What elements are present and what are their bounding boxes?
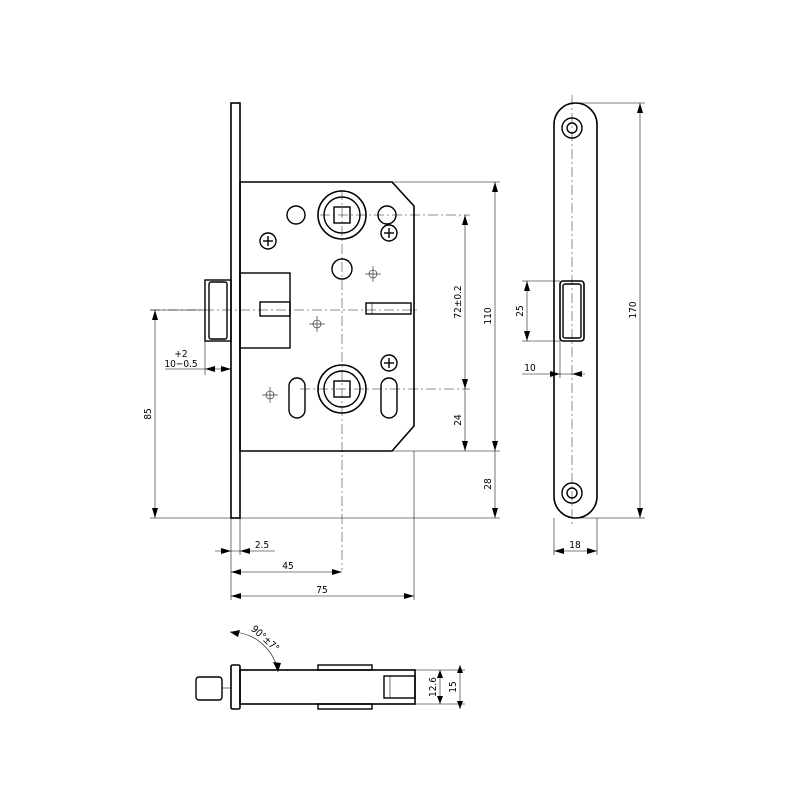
latch-stem xyxy=(259,301,291,317)
latch-bolt xyxy=(204,279,232,342)
centre-mark-middle xyxy=(309,316,325,332)
side-faceplate xyxy=(230,664,241,710)
dim-label-10: 10 xyxy=(524,363,536,374)
latch-bolt-head xyxy=(208,281,228,340)
dim-label-72: 72±0.2 xyxy=(453,285,464,318)
dim-label-170: 170 xyxy=(628,301,639,318)
dim-label-18: 18 xyxy=(569,540,581,551)
dim-label-75: 75 xyxy=(316,585,327,596)
upper-hole-left xyxy=(286,205,306,225)
strike-plate-view: 170 25 10 18 xyxy=(515,95,645,555)
lower-slot-left xyxy=(288,377,306,419)
dim-label-25: 25 xyxy=(515,305,526,316)
faceplate xyxy=(230,102,241,519)
front-view-dimensions: 110 72±0.2 24 28 85 +2 10−0.5 2.5 45 75 xyxy=(143,181,500,600)
dim-label-110: 110 xyxy=(483,307,494,324)
dim-label-2-5: 2.5 xyxy=(255,540,269,551)
dim-label-projection-range: 10−0.5 xyxy=(164,359,197,370)
side-body xyxy=(239,669,416,705)
lower-slot-right xyxy=(380,377,398,419)
centre-mark-lower xyxy=(262,387,278,403)
side-body-inner xyxy=(317,664,373,671)
locking-pin xyxy=(365,302,412,315)
dim-label-45: 45 xyxy=(282,561,293,572)
dim-label-12-6: 12.6 xyxy=(428,677,439,697)
screw-icon-lower-right xyxy=(380,354,398,372)
centre-mark-upper xyxy=(365,266,381,282)
lock-front-view xyxy=(150,102,470,570)
lock-side-view: 90°±7° 12.6 15 xyxy=(195,624,465,710)
strike-bottom-hole-outer xyxy=(561,482,583,504)
screw-icon-upper-right xyxy=(380,224,398,242)
dim-label-projection: +2 xyxy=(174,349,187,360)
screw-icon-top-left xyxy=(259,232,277,250)
dim-label-15: 15 xyxy=(448,681,459,692)
dim-label-85: 85 xyxy=(143,408,154,419)
latch-housing xyxy=(239,272,291,349)
dim-label-angle: 90°±7° xyxy=(248,624,280,655)
dim-label-24: 24 xyxy=(453,414,464,426)
dim-label-28: 28 xyxy=(483,478,494,490)
side-latch-bolt xyxy=(195,676,223,701)
